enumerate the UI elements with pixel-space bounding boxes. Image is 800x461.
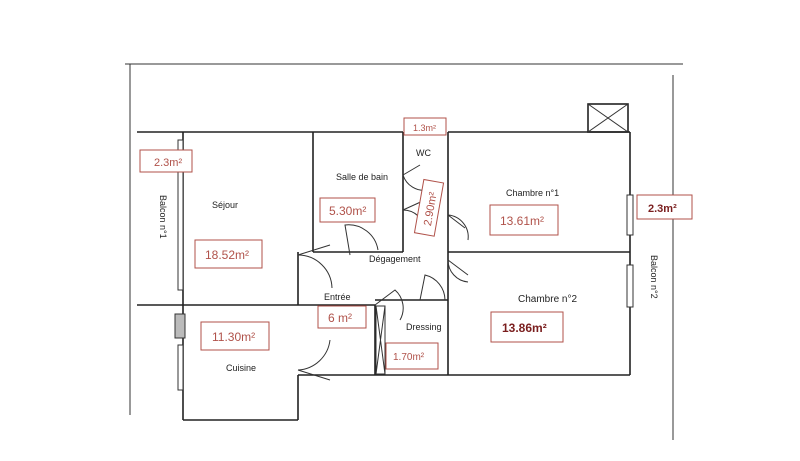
windows	[174, 139, 634, 391]
area-label-entree: 6 m²	[317, 305, 367, 329]
room-label-salle-de-bain: Salle de bain	[336, 172, 388, 182]
svg-text:2.90m²: 2.90m²	[422, 191, 440, 227]
area-label-degagement: 2.90m²	[413, 178, 445, 237]
svg-text:2.3m²: 2.3m²	[648, 203, 677, 215]
svg-text:1.70m²: 1.70m²	[393, 352, 425, 363]
area-label-balcon1: 2.3m²	[139, 149, 193, 173]
area-label-dressing: 1.70m²	[385, 342, 439, 370]
area-label-chambre2: 13.86m²	[490, 311, 564, 343]
dressing-closet-hatch	[375, 305, 386, 375]
ventilation-shaft-icon	[587, 103, 629, 133]
room-label-chambre1: Chambre n°1	[506, 188, 559, 198]
room-label-degagement: Dégagement	[369, 254, 421, 264]
svg-text:6 m²: 6 m²	[328, 311, 352, 325]
area-label-chambre1: 13.61m²	[489, 204, 559, 236]
room-label-sejour: Séjour	[212, 200, 238, 210]
svg-text:18.52m²: 18.52m²	[205, 248, 249, 262]
area-label-sejour: 18.52m²	[194, 239, 263, 269]
room-label-entree: Entrée	[324, 292, 351, 302]
area-label-salle-de-bain: 5.30m²	[319, 197, 376, 223]
room-label-dressing: Dressing	[406, 322, 442, 332]
room-label-cuisine: Cuisine	[226, 363, 256, 373]
room-label-balcon2: Balcon n°2	[649, 255, 659, 299]
area-label-cuisine: 11.30m²	[200, 321, 270, 351]
svg-text:11.30m²: 11.30m²	[212, 330, 255, 344]
room-label-chambre2: Chambre n°2	[518, 294, 577, 305]
svg-text:5.30m²: 5.30m²	[329, 204, 366, 218]
svg-text:13.61m²: 13.61m²	[500, 214, 544, 228]
svg-text:13.86m²: 13.86m²	[502, 321, 547, 335]
svg-text:1.3m²: 1.3m²	[413, 123, 436, 133]
area-label-wc: 1.3m²	[403, 117, 447, 136]
area-label-balcon2: 2.3m²	[636, 194, 693, 220]
svg-text:2.3m²: 2.3m²	[154, 157, 182, 169]
doors	[297, 164, 469, 381]
room-label-balcon1: Balcon n°1	[158, 195, 168, 239]
room-label-wc: WC	[416, 148, 431, 158]
